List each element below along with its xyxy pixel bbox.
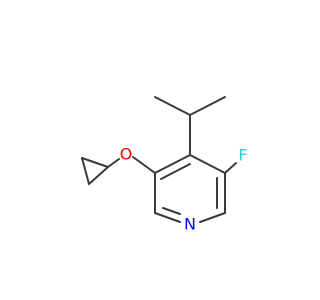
cyclopropyl-ring [81, 157, 109, 185]
bond-cyclopropyl-c1-c2 [88, 166, 109, 185]
bond-nitrogen-c2-double [162, 207, 181, 215]
fluorine-atom-label: F [238, 146, 247, 165]
isopropyl-group [154, 96, 226, 156]
bond-oxygen-ring [132, 156, 156, 174]
nitrogen-atom-label: N [184, 215, 196, 234]
pyridine-ring [154, 154, 226, 223]
bond-ch-methyl-right [189, 96, 226, 116]
molecule-structure: O F N [81, 96, 248, 234]
oxygen-atom-label: O [120, 145, 133, 164]
bond-c3-c4 [154, 154, 191, 174]
bond-ch-methyl-left [154, 96, 191, 116]
bond-cyclopropyl-oxygen [107, 158, 120, 168]
bond-c6-nitrogen [199, 212, 226, 223]
bond-cyclopropyl-c2-c3 [81, 157, 90, 185]
bond-cyclopropyl-c3-c1 [81, 157, 109, 168]
bond-c4-c5 [189, 154, 226, 174]
bond-nitrogen-c2 [154, 212, 181, 223]
bond-c3-c4-double [160, 163, 191, 180]
bond-c5-fluorine [224, 162, 237, 174]
